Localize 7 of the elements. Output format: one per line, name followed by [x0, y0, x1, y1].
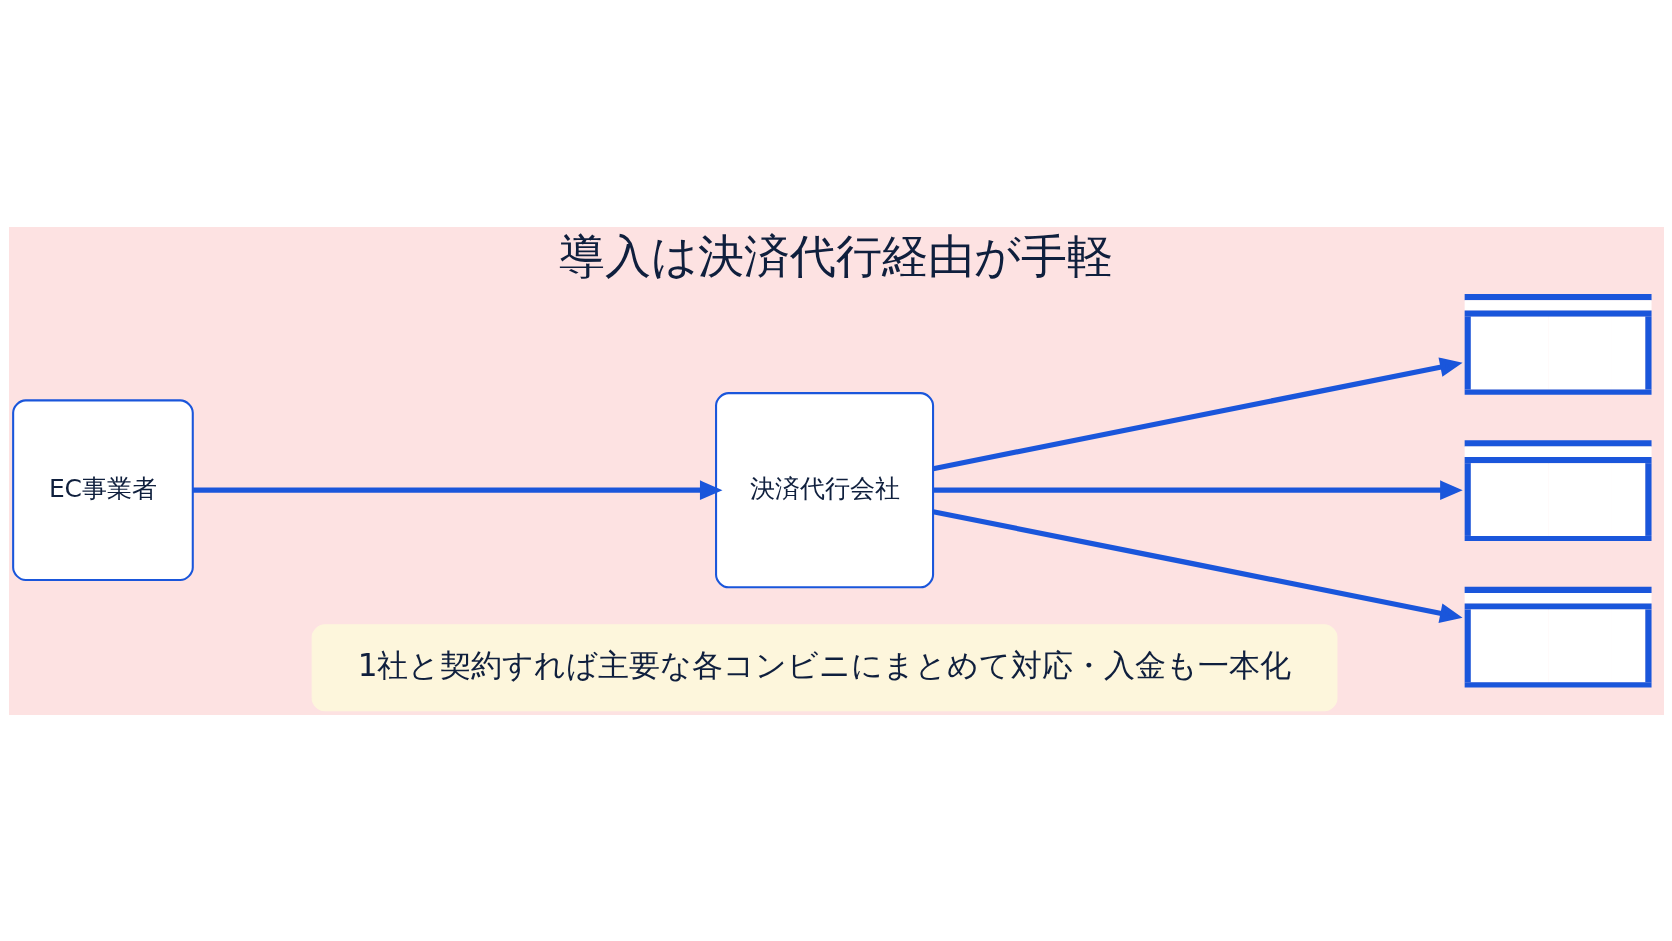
- arrow: [932, 356, 1463, 471]
- node-box: EC事業者: [11, 398, 194, 581]
- arrow: [932, 479, 1463, 500]
- arrow: [192, 479, 722, 500]
- arrow: [932, 508, 1463, 623]
- node-box: 決済代行会社: [714, 391, 934, 588]
- diagram-title: 導入は決済代行経由が手軽: [559, 229, 1113, 283]
